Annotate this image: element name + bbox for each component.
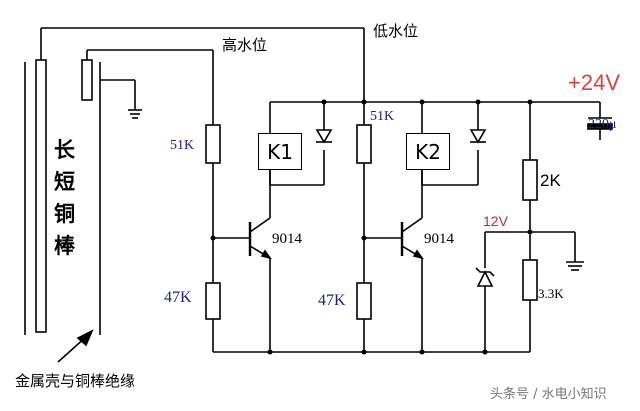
rod-char-2: 短: [54, 170, 75, 194]
diode-d2: [469, 129, 487, 144]
relay-k1: K1: [258, 133, 302, 170]
r2-label: 51K: [370, 109, 395, 124]
resistor-r3: [205, 282, 221, 320]
relay-k2: K2: [406, 133, 450, 170]
resistor-r6: [522, 259, 538, 301]
low-level-label: 低水位: [373, 22, 419, 40]
metal-shell: [24, 62, 142, 335]
transistor-t1: [248, 217, 272, 260]
arrow-icon: [57, 329, 94, 363]
long-rod: [35, 27, 364, 333]
resistor-r4: [356, 282, 372, 320]
capacitor-label: 220μ: [588, 117, 617, 132]
supply-label: +24V: [568, 70, 620, 95]
r6-label: 3.3K: [538, 286, 564, 301]
resistor-r1: [205, 124, 221, 164]
zener-diode: [475, 267, 495, 287]
short-rod: [81, 49, 213, 101]
rod-char-4: 棒: [54, 234, 75, 258]
resistor-r2: [356, 124, 372, 164]
watermark: 头条号 / 水电小知识: [490, 387, 607, 402]
r3-label: 47K: [164, 289, 192, 306]
r1-label: 51K: [170, 138, 195, 153]
zener-label: 12V: [483, 213, 508, 229]
diode-d1: [315, 129, 333, 144]
rod-char-3: 铜: [54, 202, 75, 226]
r4-label: 47K: [318, 292, 346, 309]
transistor-t2: [400, 217, 424, 260]
insulation-note: 金属壳与铜棒绝缘: [15, 372, 136, 390]
rod-char-1: 长: [54, 138, 75, 162]
t2-label: 9014: [424, 231, 454, 247]
resistor-r5: [522, 159, 538, 201]
r5-label: 2K: [540, 171, 561, 190]
t1-label: 9014: [272, 231, 302, 247]
high-level-label: 高水位: [222, 36, 268, 54]
